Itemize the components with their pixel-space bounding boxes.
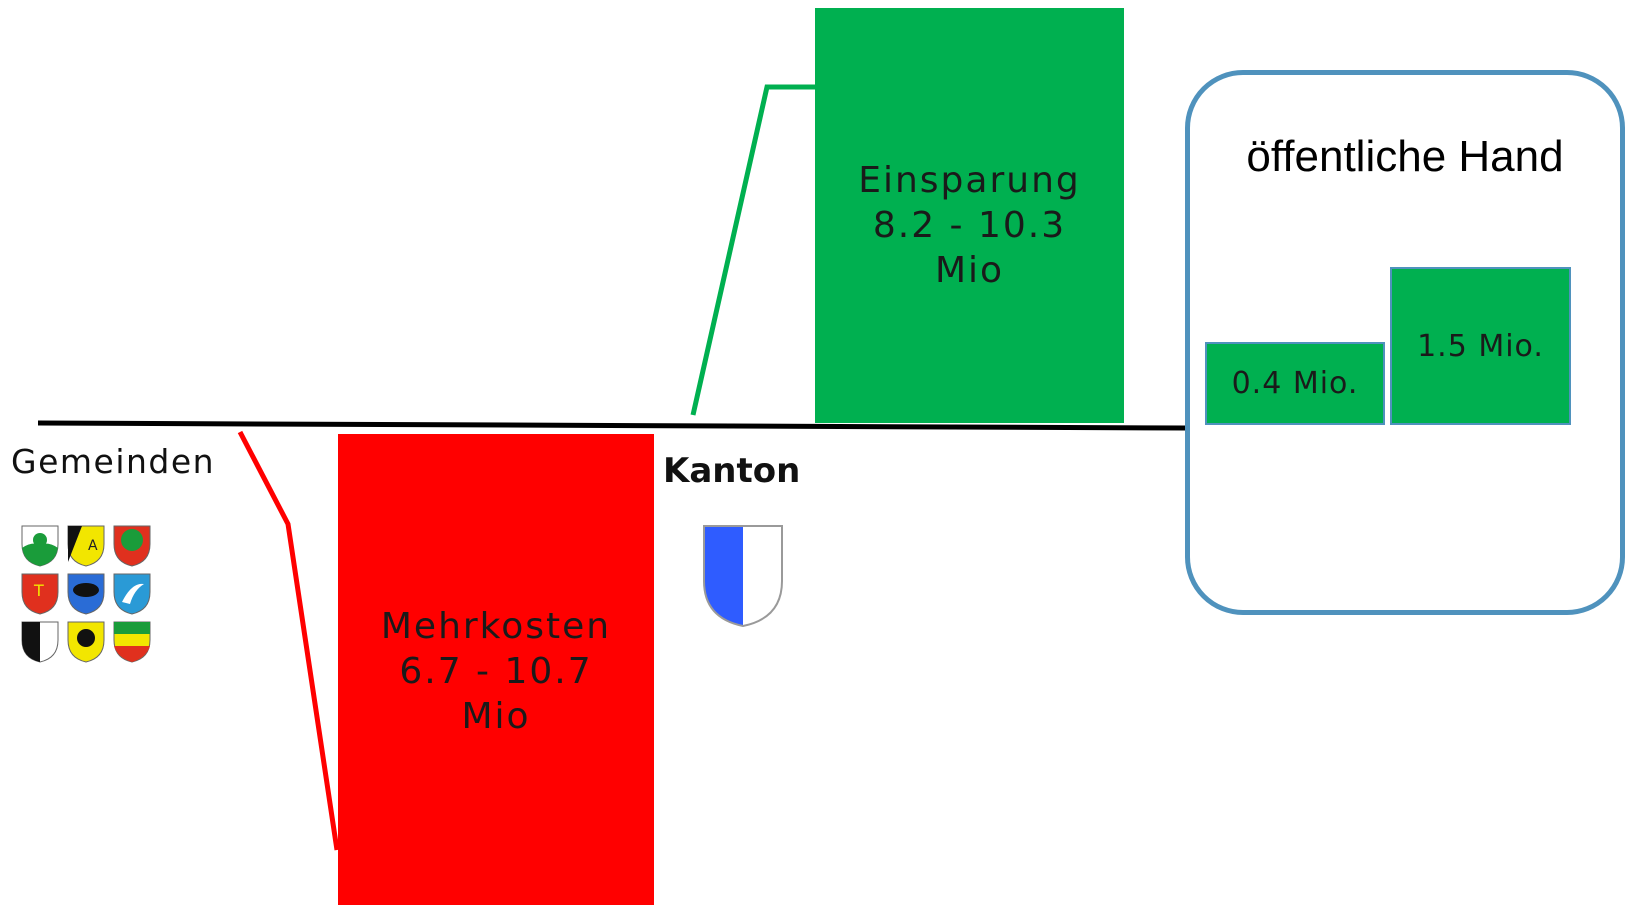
crest-shield xyxy=(21,573,59,615)
crest-emblem xyxy=(122,583,144,604)
crest-outline xyxy=(703,525,783,628)
municipalities-label: Gemeinden xyxy=(11,442,216,481)
cost-range: 6.7 - 10.7 xyxy=(399,651,593,692)
cost-unit: Mio xyxy=(461,696,531,737)
crest-stripe xyxy=(114,622,150,634)
crest-stripe xyxy=(114,646,150,662)
public-sector-small-box: 0.4 Mio. xyxy=(1205,342,1385,425)
crest-letter: T xyxy=(33,581,44,600)
crest-right-half xyxy=(743,526,782,626)
crest-shield xyxy=(22,543,58,566)
cost-label: Mehrkosten xyxy=(380,606,612,647)
crest-shield xyxy=(68,526,82,562)
large-box-value: 1.5 Mio. xyxy=(1417,328,1544,364)
crest-left-half xyxy=(704,526,743,626)
saving-range: 8.2 - 10.3 xyxy=(872,205,1067,246)
saving-box: Einsparung 8.2 - 10.3 Mio xyxy=(815,8,1124,423)
public-sector-frame xyxy=(1185,70,1625,615)
crest-emblem xyxy=(121,529,143,551)
canton-label: Kanton xyxy=(663,451,801,491)
baseline xyxy=(37,420,1187,431)
crest-letter: A xyxy=(88,538,98,554)
crest-emblem xyxy=(73,583,99,597)
cost-box: Mehrkosten 6.7 - 10.7 Mio xyxy=(338,434,654,905)
public-sector-large-box: 1.5 Mio. xyxy=(1390,267,1571,425)
saving-label: Einsparung xyxy=(858,160,1081,201)
municipality-crests-icon: A T xyxy=(21,525,151,663)
saving-connector-line xyxy=(690,84,815,416)
cost-connector-line xyxy=(237,430,340,851)
crest-emblem xyxy=(77,629,95,647)
public-sector-title: öffentliche Hand xyxy=(1246,132,1564,181)
crest-emblem xyxy=(33,533,47,547)
lucerne-crest-icon xyxy=(703,525,783,628)
saving-unit: Mio xyxy=(934,250,1005,291)
crest-shield xyxy=(22,622,40,662)
small-box-value: 0.4 Mio. xyxy=(1231,366,1359,401)
